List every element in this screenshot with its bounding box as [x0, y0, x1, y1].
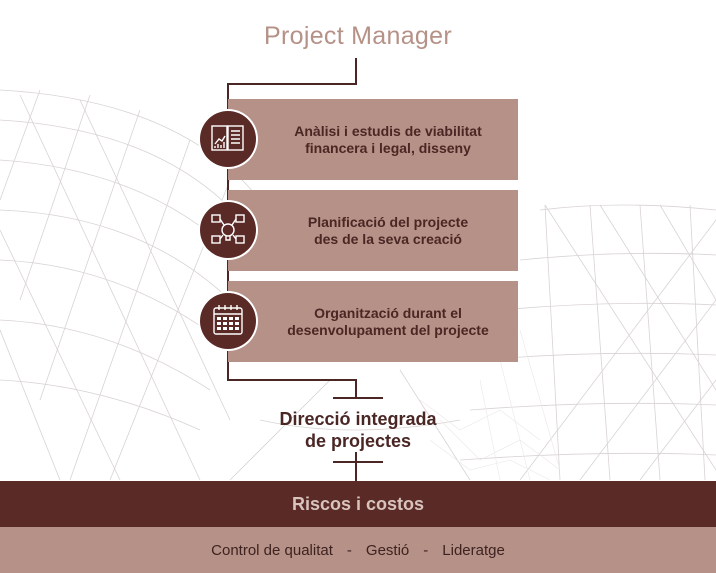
step-analysis-line2: financera i legal, disseny — [305, 139, 471, 156]
step-organization-line2: desenvolupament del projecte — [287, 321, 489, 338]
step-organization-line1: Organització durant el — [314, 304, 462, 321]
planning-idea-icon — [200, 202, 256, 258]
central-line1: Direcció integrada — [279, 409, 437, 429]
bottom-item-quality: Control de qualitat — [211, 541, 333, 559]
step-organization-label: Organització durant el desenvolupament d… — [268, 305, 508, 339]
step-planning-line1: Planificació del projecte — [307, 213, 469, 230]
report-chart-icon — [200, 111, 256, 167]
bottom-item-management: Gestió — [365, 541, 410, 559]
calendar-icon — [200, 293, 256, 349]
step-analysis: Anàlisi i estudis de viabilitat financer… — [228, 99, 518, 180]
bottom-separator: - — [346, 541, 352, 559]
bottom-separator: - — [423, 541, 429, 559]
central-label: Direcció integrada de projectes — [258, 408, 458, 452]
step-analysis-line1: Anàlisi i estudis de viabilitat — [294, 122, 482, 139]
step-analysis-label: Anàlisi i estudis de viabilitat financer… — [268, 123, 508, 157]
central-line2: de projectes — [304, 431, 412, 451]
step-planning-label: Planificació del projecte des de la seva… — [268, 214, 508, 248]
step-organization: Organització durant el desenvolupament d… — [228, 281, 518, 362]
step-planning-line2: des de la seva creació — [314, 230, 462, 247]
risks-label: Riscos i costos — [291, 493, 425, 514]
bottom-bar: Control de qualitat - Gestió - Lideratge — [0, 527, 716, 573]
page-title: Project Manager — [264, 22, 452, 50]
bottom-item-leadership: Lideratge — [442, 541, 505, 559]
risks-bar: Riscos i costos — [0, 481, 716, 527]
step-planning: Planificació del projecte des de la seva… — [228, 190, 518, 271]
